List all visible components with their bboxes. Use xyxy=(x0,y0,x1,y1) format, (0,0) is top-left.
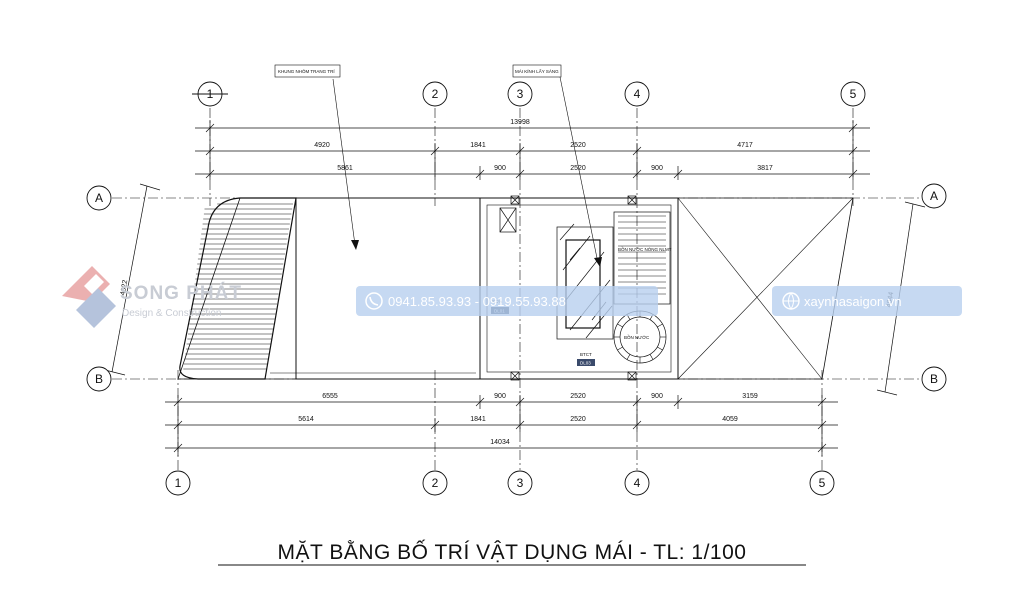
dim-bot-r1-1: 6555 xyxy=(322,393,338,400)
tag2-box xyxy=(577,359,595,366)
grid-label-top-5: 5 xyxy=(850,87,857,101)
leader-arrow-frame xyxy=(351,240,359,250)
grid-label-bot-4: 4 xyxy=(634,476,641,490)
leader-arrow-skylight xyxy=(594,257,602,267)
dim-top-total: 13998 xyxy=(510,119,530,126)
skylight-note-box xyxy=(512,64,562,78)
grid-label-right-a: A xyxy=(930,189,938,203)
grid-label-left-a: A xyxy=(95,191,103,205)
dim-bot-r1-5: 3159 xyxy=(742,393,758,400)
dim-top-r1-4: 4717 xyxy=(737,142,753,149)
website-watermark-pill xyxy=(772,286,962,316)
tank-rib-line xyxy=(657,346,663,351)
dim-bot-r1-2: 900 xyxy=(494,393,506,400)
dim-top-r2-4: 900 xyxy=(651,165,663,172)
water-tank-round-label: BỒN NƯỚC xyxy=(624,334,650,340)
dim-bot-r2-3: 2520 xyxy=(570,416,586,423)
dim-top-r2-5: 3817 xyxy=(757,165,773,172)
dim-top-r1-1: 4920 xyxy=(314,142,330,149)
water-tank-flat-label: BỒN NƯỚC NÓNG NLMT xyxy=(618,246,672,252)
brand-logo xyxy=(62,266,116,328)
grid-label-bot-5: 5 xyxy=(819,476,826,490)
top-dimension-lines xyxy=(195,120,870,180)
brand-name: SONG PHÁT xyxy=(120,282,242,304)
dim-top-r2-3: 2520 xyxy=(570,165,586,172)
dim-top-r1-3: 2520 xyxy=(570,142,586,149)
grid-label-bot-2: 2 xyxy=(432,476,439,490)
dim-left-side: 4022 xyxy=(120,279,130,296)
frame-note: KHUNG NHÔM TRANG TRÍ xyxy=(278,68,335,74)
dim-bot-r2-2: 1841 xyxy=(470,416,486,423)
drawing-title: MẶT BẰNG BỐ TRÍ VẬT DỤNG MÁI - TL: 1/100 xyxy=(278,540,747,564)
grid-label-left-b: B xyxy=(95,372,103,386)
grid-label-top-2: 2 xyxy=(432,87,439,101)
tank-rib-line xyxy=(617,323,623,328)
globe-icon-meridians xyxy=(783,292,799,310)
dim-bot-r1-3: 2520 xyxy=(570,393,586,400)
grid-bubbles xyxy=(86,81,947,496)
tank-rib-line xyxy=(626,354,631,360)
center-features xyxy=(332,76,671,381)
grid-label-right-b: B xyxy=(930,372,938,386)
phone-watermark-pill xyxy=(356,286,658,316)
grid-label-top-4: 4 xyxy=(634,87,641,101)
dim-top-r2-2: 900 xyxy=(494,165,506,172)
dim-bot-r1-4: 900 xyxy=(651,393,663,400)
grid-label-bot-1: 1 xyxy=(175,476,182,490)
building-outline xyxy=(177,197,854,380)
website-watermark: xaynhasaigon.vn xyxy=(804,294,902,309)
dim-bot-total: 14034 xyxy=(490,439,510,446)
dim-bot-r2-1: 5614 xyxy=(298,416,314,423)
tank-rib-line xyxy=(617,346,623,351)
grid-label-top-1: 1 xyxy=(207,87,214,101)
phone-icon-handset xyxy=(369,296,379,306)
skylight-note: MÁI KÍNH LẤY SÁNG xyxy=(515,68,559,74)
grid-label-top-3: 3 xyxy=(517,87,524,101)
grid-label-bot-3: 3 xyxy=(517,476,524,490)
dim-bot-r2-4: 4059 xyxy=(722,416,738,423)
tank-rib-line xyxy=(649,354,654,360)
frame-hatching xyxy=(183,203,293,370)
dim-top-r1-2: 1841 xyxy=(470,142,486,149)
phone-icon xyxy=(365,292,383,310)
phone-watermark: 0941.85.93.93 - 0919.55.93.88 xyxy=(388,294,566,309)
bottom-dimension-lines xyxy=(165,395,838,456)
tag2-label: DL03 xyxy=(580,361,591,366)
dim-top-r2-1: 5861 xyxy=(337,165,353,172)
brand-subtitle: Design & Construction xyxy=(122,308,222,319)
frame-note-box xyxy=(274,64,341,78)
tank-rib-line xyxy=(657,323,663,328)
btct-label: BTCT xyxy=(580,352,592,357)
